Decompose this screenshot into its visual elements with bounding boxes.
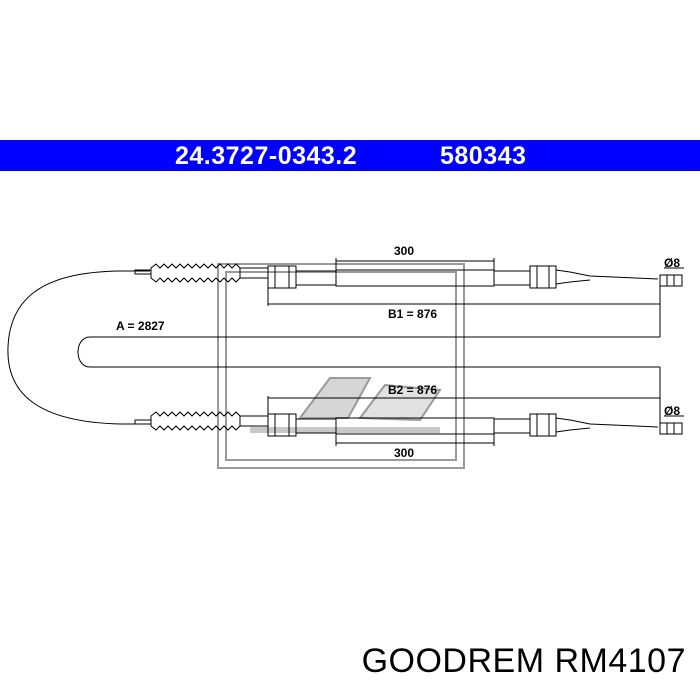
ate-logo-watermark-icon: [217, 263, 465, 469]
diameter-label-bottom: Ø8: [664, 404, 680, 418]
diameter-label-top: Ø8: [664, 256, 680, 270]
part-number: 24.3727-0343.2: [175, 142, 358, 170]
header-banner: [0, 140, 700, 171]
reference-number: 580343: [440, 142, 527, 170]
length-b2-label: B2 = 876: [388, 383, 437, 397]
sleeve-length-bottom: 300: [394, 446, 414, 460]
length-b1-label: B1 = 876: [388, 307, 437, 321]
cable-loop: [7, 270, 660, 425]
dimension-lines: [267, 258, 684, 446]
sleeve-length-top: 300: [394, 244, 414, 258]
bottom-cable-assembly: [134, 411, 683, 437]
brand-code-caption: GOODREM RM4107: [361, 642, 686, 680]
length-a-label: A = 2827: [116, 319, 165, 333]
